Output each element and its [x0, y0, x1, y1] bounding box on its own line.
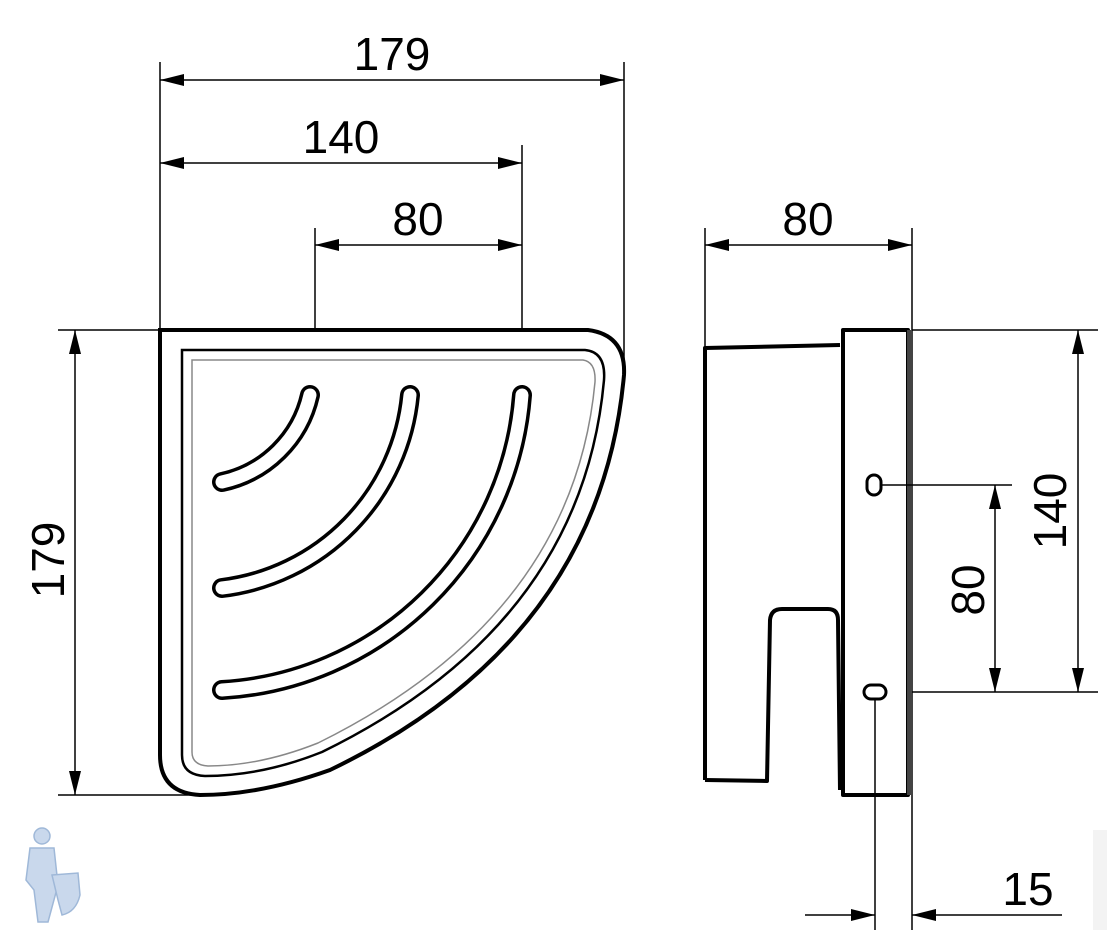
dim-80-depth: 80 — [782, 193, 833, 245]
shelf-inner-rim — [180, 348, 606, 778]
mount-hole-upper — [865, 473, 883, 497]
side-notch — [704, 607, 842, 791]
dim-140-height: 140 — [1024, 473, 1076, 550]
mount-hole-lower — [862, 683, 888, 701]
front-view — [158, 328, 627, 798]
dim-80-width: 80 — [392, 193, 443, 245]
side-body — [703, 343, 841, 780]
watermark-logo — [1093, 830, 1107, 930]
side-dimensions — [704, 228, 1098, 930]
front-dimensions — [58, 62, 625, 796]
drain-slots — [212, 385, 532, 700]
dim-179-height: 179 — [22, 522, 74, 599]
shelf-inner-rim-2 — [191, 359, 596, 767]
plumber-logo-icon — [25, 827, 81, 923]
dim-80-hole-spacing: 80 — [942, 564, 994, 615]
shelf-outline — [158, 328, 627, 798]
side-view — [703, 328, 913, 797]
dim-179-width: 179 — [354, 28, 431, 80]
dim-140-width: 140 — [303, 111, 380, 163]
dim-15-thickness: 15 — [1002, 863, 1053, 915]
